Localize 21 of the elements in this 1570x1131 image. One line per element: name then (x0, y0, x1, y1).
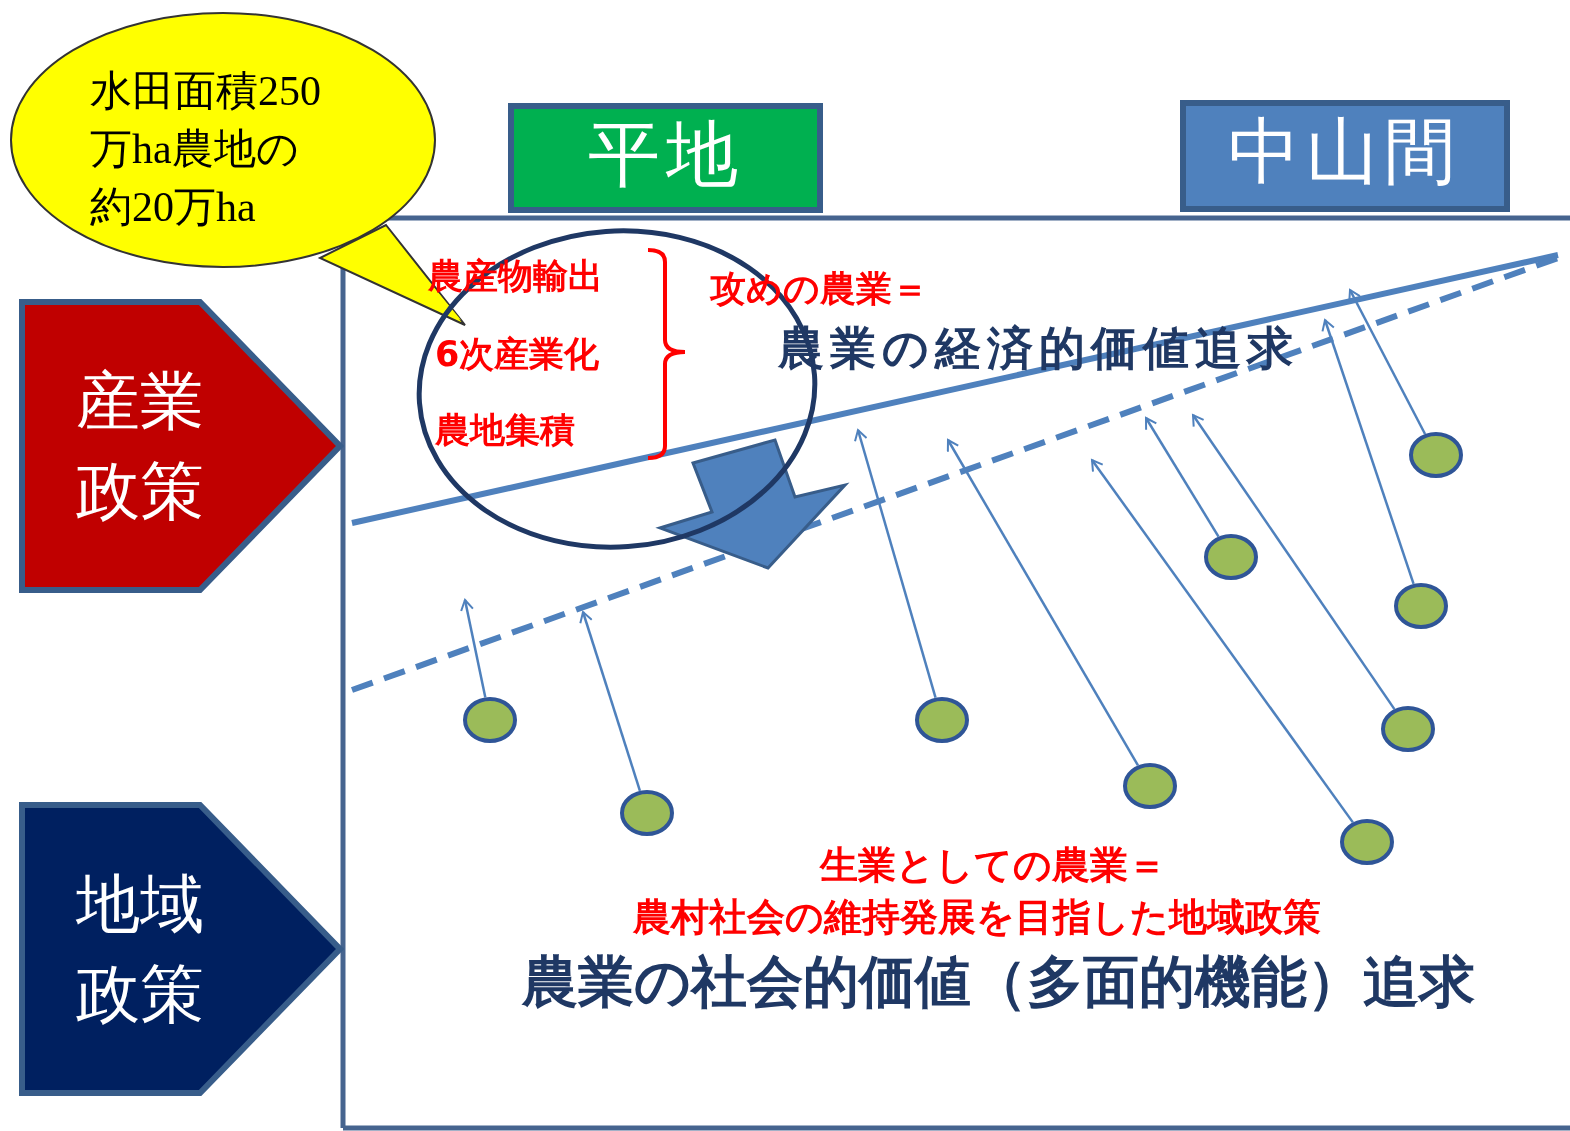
region-title: 平地 (586, 117, 745, 193)
arrow (579, 611, 642, 792)
callout-text: 水田面積250万ha農地の約20万ha (90, 67, 322, 232)
arrow (854, 429, 937, 698)
arrow (460, 599, 487, 698)
value-label: 農業の社会的価値（多面的機能）追求 (522, 953, 1475, 1012)
arrow (946, 439, 1140, 767)
region-box (508, 103, 823, 213)
policy-item: 6次産業化 (435, 336, 600, 373)
slogan-label: 生業としての農業＝ (820, 846, 1166, 886)
arrow (1091, 459, 1354, 824)
policy-item: 農地集積 (435, 412, 575, 449)
policy-label: 地域政策 (76, 866, 205, 1033)
region-title: 中山間 (1227, 114, 1463, 190)
arrow (1191, 414, 1396, 710)
policy-label: 産業政策 (76, 363, 205, 530)
region-box (1180, 100, 1510, 212)
arrow (1348, 289, 1427, 435)
arrow (1144, 417, 1220, 538)
value-label: 農村社会の維持発展を目指した地域政策 (633, 898, 1321, 938)
arrow (1321, 319, 1415, 585)
